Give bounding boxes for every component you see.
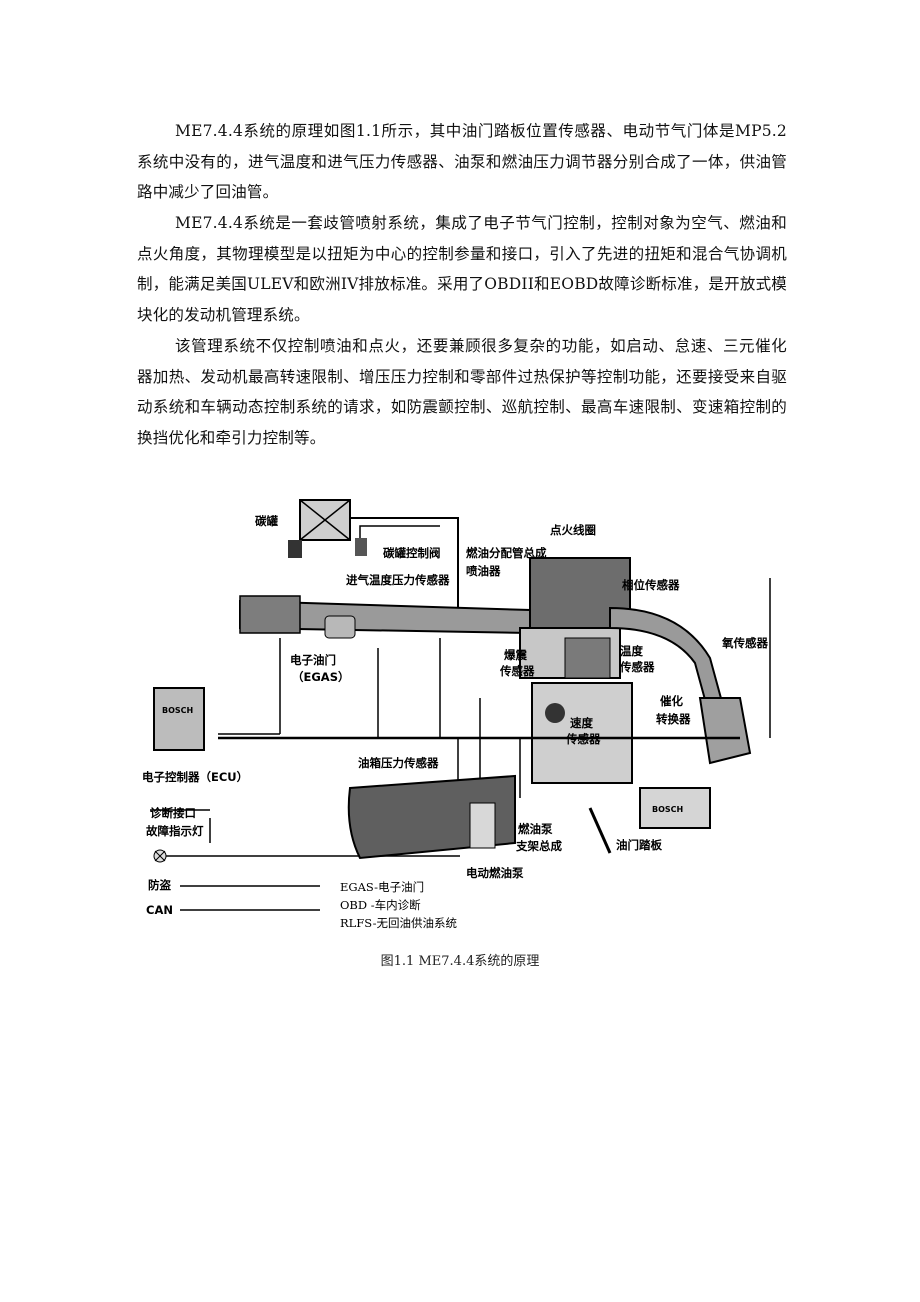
label-anti-theft: 防盗 [148,878,171,892]
ecu-brand-logo: BOSCH [162,706,194,715]
label-fault-lamp: 故障指示灯 [146,824,204,838]
label-injector: 喷油器 [466,564,501,578]
label-diag-port: 诊断接口 [150,806,196,820]
label-speed-2: 传感器 [566,732,601,746]
label-tank-pressure: 油箱压力传感器 [358,756,439,770]
label-electric-pump: 电动燃油泵 [466,866,524,880]
label-temp-2: 传感器 [620,660,655,674]
label-ecu: 电子控制器（ECU） [142,770,249,784]
diagram-drawing [150,499,771,911]
label-intake-temp-pressure: 进气温度压力传感器 [346,573,450,587]
paragraph-2: ME7.4.4系统是一套歧管喷射系统，集成了电子节气门控制，控制对象为空气、燃油… [137,214,787,324]
label-egas-1: 电子油门 [290,653,336,667]
label-pump-bracket-1: 燃油泵 [518,822,553,836]
label-temp-1: 温度 [620,644,643,658]
legend-line-3: RLFS-无回油供油系统 [340,916,457,930]
label-catalyst-1: 催化 [660,694,683,708]
label-knock-1: 爆震 [504,648,527,662]
paragraph-3: 该管理系统不仅控制喷油和点火，还要兼顾很多复杂的功能，如启动、怠速、三元催化器加… [137,337,787,447]
label-fuel-rail: 燃油分配管总成 [466,546,547,560]
legend-line-2: OBD -车内诊断 [340,898,421,912]
label-knock-2: 传感器 [500,664,535,678]
label-egas-2: （EGAS） [292,670,350,684]
label-oxygen-sensor: 氧传感器 [722,636,768,650]
paragraph-1: ME7.4.4系统的原理如图1.1所示，其中油门踏板位置传感器、电动节气门体是M… [137,122,787,201]
label-phase-sensor: 相位传感器 [622,578,680,592]
label-catalyst-2: 转换器 [656,712,691,726]
figure-caption: 图1.1 ME7.4.4系统的原理 [380,954,540,969]
label-ignition-coil: 点火线圈 [550,523,596,537]
label-can: CAN [146,903,173,917]
label-canister-valve: 碳罐控制阀 [383,546,441,560]
label-pump-bracket-2: 支架总成 [516,839,562,853]
label-canister: 碳罐 [255,514,278,528]
legend-line-1: EGAS-电子油门 [340,880,425,894]
engine-system-diagram: 碳罐 碳罐控制阀 点火线圈 燃油分配管总成 喷油器 相位传感器 进气温度压力传感… [140,498,790,938]
battery-brand-logo: BOSCH [652,805,684,814]
label-speed-1: 速度 [570,716,593,730]
label-pedal: 油门踏板 [616,838,662,852]
